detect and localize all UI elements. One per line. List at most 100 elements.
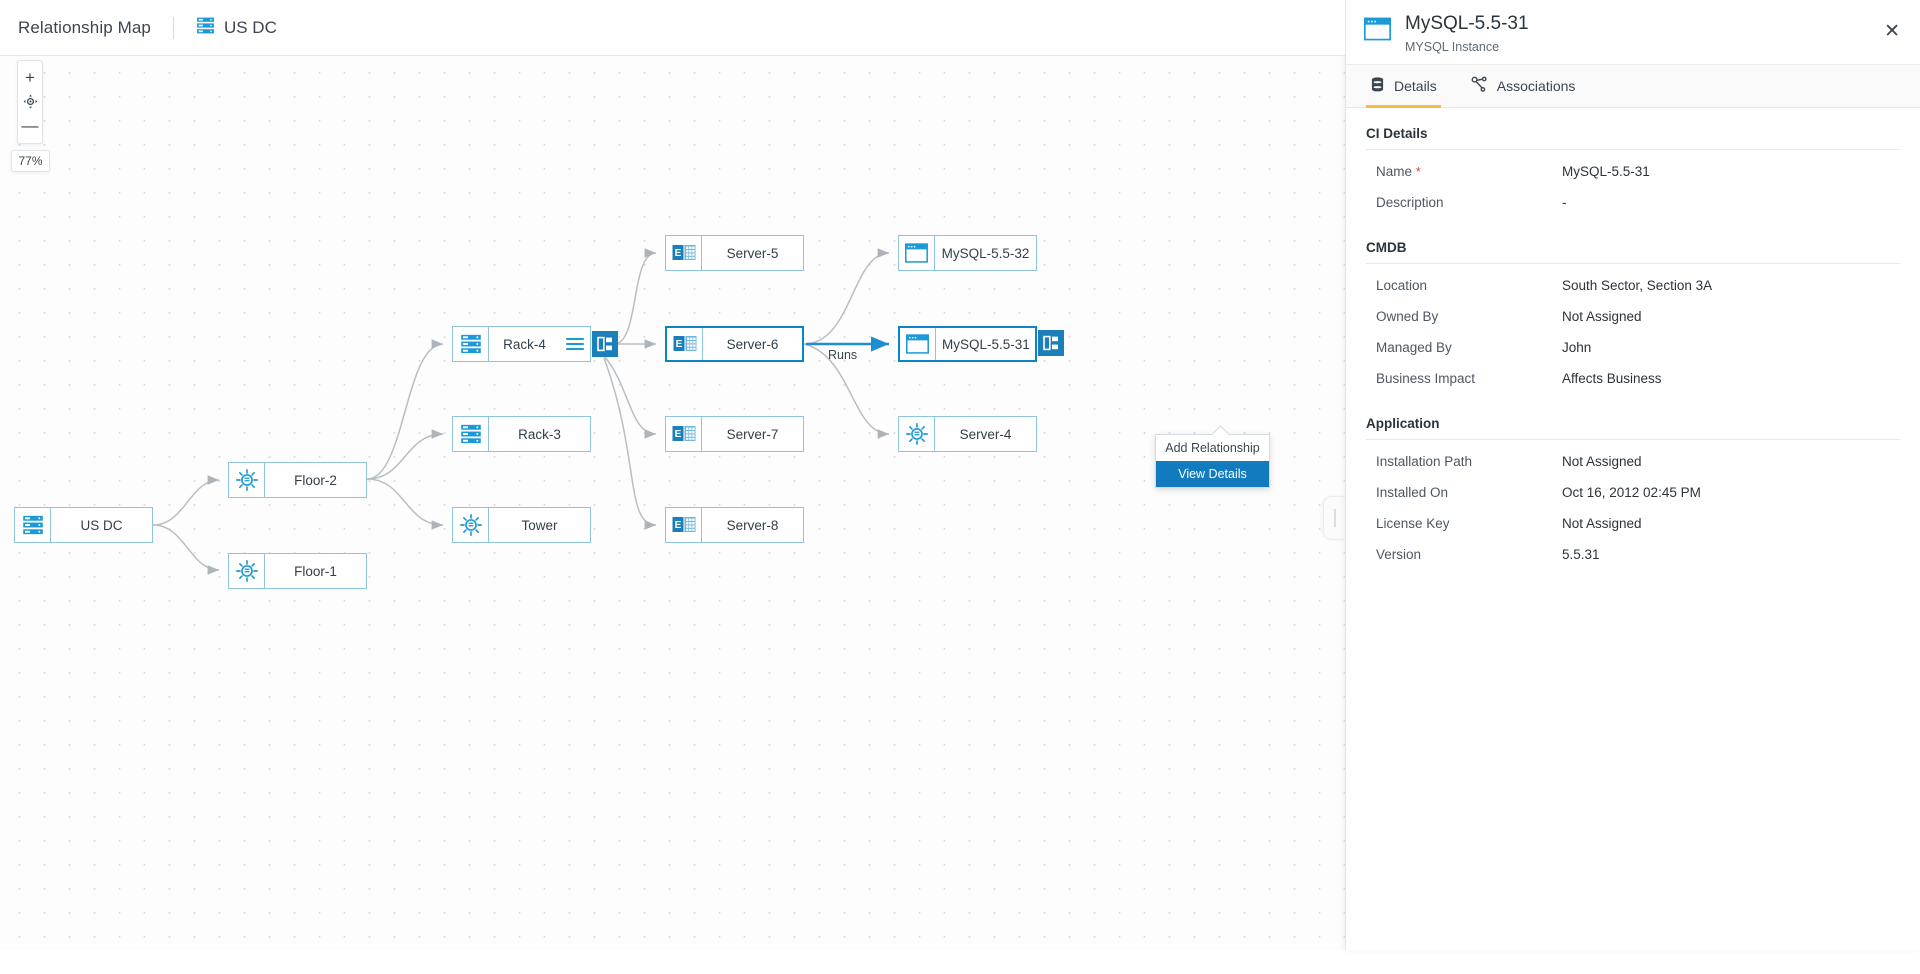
section-divider [1366,439,1900,440]
server-rack-icon [15,508,51,542]
server-rack-icon [453,417,489,451]
detail-key-label: Description [1376,195,1444,210]
exchange-server-icon: E [666,508,702,542]
panel-resize-handle[interactable] [1323,496,1345,540]
server-rack-icon [453,327,489,361]
network-node-icon [229,554,265,588]
detail-row-value: - [1562,195,1567,210]
svg-text:E: E [674,520,681,531]
detail-row-key: Name * [1376,164,1562,179]
tab-associations-label: Associations [1496,78,1576,94]
panel-header: MySQL-5.5-31 MYSQL Instance ✕ [1346,0,1920,64]
graph-node-label: Tower [521,517,558,533]
detail-row-key: Owned By [1376,309,1562,324]
graph-node-server-8[interactable]: E Server-8 [665,507,804,543]
svg-text:E: E [675,339,682,350]
context-menu-item-view-details[interactable]: View Details [1156,461,1269,487]
svg-text:E: E [674,429,681,440]
detail-key-label: Installed On [1376,485,1449,500]
edges-layer [152,248,890,575]
zoom-controls[interactable]: + — [17,60,43,144]
context-menu-item-add-relationship[interactable]: Add Relationship [1156,435,1269,461]
detail-row-value: Oct 16, 2012 02:45 PM [1562,485,1701,500]
detail-row-key: Description [1376,195,1562,210]
section-spacer [1366,394,1900,416]
detail-key-label: Version [1376,547,1422,562]
graph-node-server-4[interactable]: Server-4 [898,416,1037,452]
detail-row-value: Not Assigned [1562,516,1642,531]
detail-row: Name *MySQL-5.5-31 [1366,156,1900,187]
hamburger-menu-icon[interactable] [560,327,590,361]
close-icon[interactable]: ✕ [1884,21,1900,42]
graph-node-label: Rack-4 [503,336,546,352]
application-window-icon [899,236,935,270]
server-rack-icon [196,16,215,40]
detail-key-label: Installation Path [1376,454,1473,469]
detail-row-value: Affects Business [1562,371,1662,386]
graph-node-server-5[interactable]: E Server-5 [665,235,804,271]
graph-node-server-6[interactable]: E Server-6 [665,326,804,362]
graph-node-label: Server-5 [726,245,779,261]
detail-row-key: Location [1376,278,1562,293]
detail-row-value: Not Assigned [1562,309,1642,324]
section-divider [1366,263,1900,264]
section-spacer [1366,218,1900,240]
graph-node-mysql-5-5-32[interactable]: MySQL-5.5-32 [898,235,1037,271]
detail-row-key: License Key [1376,516,1562,531]
graph-node-us-dc[interactable]: US DC [14,507,153,543]
graph-node-label: Server-6 [726,336,779,352]
graph-node-label: Server-7 [726,426,779,442]
exchange-server-icon: E [667,328,703,360]
handle-grip-line [1333,509,1336,527]
detail-row-key: Installed On [1376,485,1562,500]
tab-associations[interactable]: Associations [1467,64,1580,108]
graph-node-label: Server-4 [959,426,1012,442]
detail-row-key: Installation Path [1376,454,1562,469]
detail-key-label: Owned By [1376,309,1439,324]
graph-node-label: MySQL-5.5-31 [942,336,1030,352]
panel-title: MySQL-5.5-31 [1405,13,1529,34]
expand-children-button-mysql-5-5-31[interactable] [1038,330,1064,356]
breadcrumb[interactable]: US DC [196,16,277,40]
graph-node-label: Floor-2 [294,472,337,488]
detail-row-value: John [1562,340,1592,355]
section-title: CI Details [1366,126,1428,141]
detail-row-key: Version [1376,547,1562,562]
graph-node-label: Server-8 [726,517,779,533]
exchange-server-icon: E [666,236,702,270]
tab-details[interactable]: Details [1366,64,1441,108]
detail-key-label: Location [1376,278,1428,293]
graph-node-floor-2[interactable]: Floor-2 [228,462,367,498]
graph-node-server-7[interactable]: E Server-7 [665,416,804,452]
section-spacer [1366,570,1900,592]
node-context-menu[interactable]: Add Relationship View Details [1155,434,1270,488]
breadcrumb-divider [172,16,174,39]
network-node-icon [899,417,935,451]
required-asterisk: * [1415,164,1421,179]
application-window-icon [1364,17,1391,46]
database-icon [1370,76,1385,96]
recenter-button[interactable] [17,89,43,113]
graph-node-rack-4[interactable]: Rack-4 [452,326,591,362]
zoom-in-button[interactable]: + [25,67,35,87]
associations-icon [1471,76,1488,96]
edge-label-runs: Runs [828,348,858,362]
svg-text:E: E [674,248,681,259]
detail-row-key: Business Impact [1376,371,1562,386]
relationship-map-canvas[interactable]: + — 77% [0,56,1345,950]
graph-node-rack-3[interactable]: Rack-3 [452,416,591,452]
expand-children-button-rack-4[interactable] [592,331,618,357]
zoom-out-button[interactable]: — [21,115,39,135]
graph-node-tower[interactable]: Tower [452,507,591,543]
detail-row: Location South Sector, Section 3A [1366,270,1900,301]
graph-node-floor-1[interactable]: Floor-1 [228,553,367,589]
network-node-icon [453,508,489,542]
detail-row: Description - [1366,187,1900,218]
network-node-icon [229,463,265,497]
detail-row-value: South Sector, Section 3A [1562,278,1713,293]
graph-node-mysql-5-5-31[interactable]: MySQL-5.5-31 [898,326,1060,362]
